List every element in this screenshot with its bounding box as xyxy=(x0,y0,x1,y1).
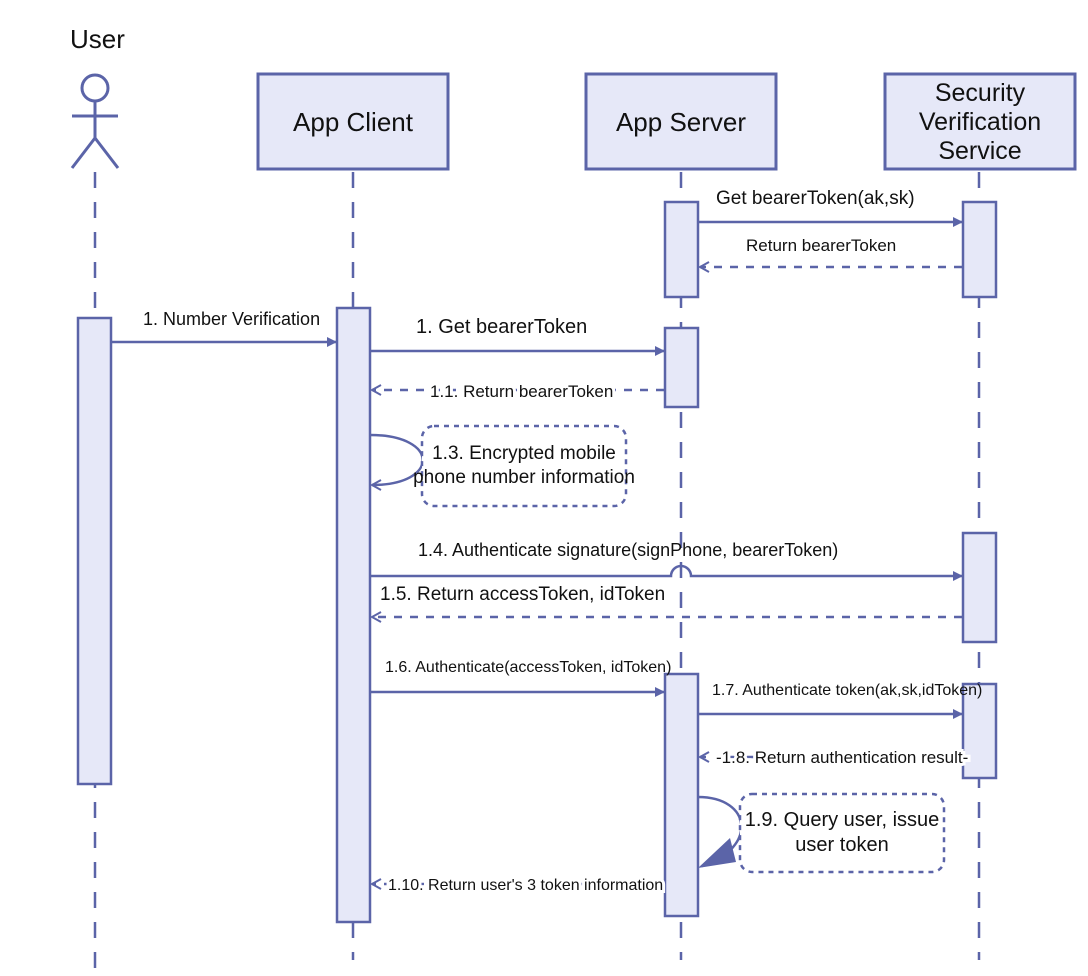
security-activation-bar-1 xyxy=(961,200,998,299)
participant-security-label-line1: Security xyxy=(935,79,1026,107)
participant-app-client: App Client xyxy=(256,72,450,171)
label-1-4-authenticate-signature: 1.4. Authenticate signature(signPhone, b… xyxy=(418,540,838,560)
actor-label: User xyxy=(70,24,125,54)
label-1-8-return-auth-result: -1.8. Return authentication result- xyxy=(716,748,968,767)
stick-figure-icon xyxy=(70,73,120,169)
participant-app-server-label: App Server xyxy=(616,107,746,137)
self-loop-query-user-arrowhead xyxy=(698,838,736,868)
participant-security-label-line2: Verification xyxy=(919,108,1041,136)
app-client-activation-bar xyxy=(335,306,372,924)
note-query-user xyxy=(738,792,946,874)
note-query-user-line2: user token xyxy=(795,834,888,856)
label-get-bearer-token: 1. Get bearerToken xyxy=(416,316,587,338)
label-get-bearer-token-aksk: Get bearerToken(ak,sk) xyxy=(716,188,915,209)
participant-security-label-line3: Service xyxy=(938,137,1021,165)
security-activation-bar-2 xyxy=(961,531,998,644)
app-server-activation-bar-1 xyxy=(663,200,700,299)
security-activation-bar-3 xyxy=(961,682,998,780)
label-1-6-authenticate: 1.6. Authenticate(accessToken, idToken) xyxy=(385,659,671,676)
arrow-1-4-authenticate-signature xyxy=(370,564,963,581)
label-1-5-return-access-token: 1.5. Return accessToken, idToken xyxy=(380,584,665,605)
app-server-activation-bar-3 xyxy=(663,672,700,918)
label-1-7-authenticate-token: 1.7. Authenticate token(ak,sk,idToken) xyxy=(712,682,982,699)
label-1-10-return-user-tokens: 1.10. Return user's 3 token information xyxy=(388,877,663,894)
user-activation-bar xyxy=(76,316,113,786)
participant-app-client-label: App Client xyxy=(293,107,414,137)
label-1-1-return-bearer-token: 1.1. Return bearerToken xyxy=(430,382,613,401)
participant-app-server: App Server xyxy=(584,72,778,171)
note-encrypted-phone xyxy=(420,424,628,508)
participant-security-verification-service: Security Verification Service xyxy=(883,72,1077,171)
note-query-user-line1: 1.9. Query user, issue xyxy=(745,809,940,831)
app-server-activation-bar-2 xyxy=(663,326,700,409)
note-encrypted-phone-line1: 1.3. Encrypted mobile xyxy=(432,443,616,464)
label-return-bearer-token: Return bearerToken xyxy=(746,236,896,255)
label-number-verification: 1. Number Verification xyxy=(143,309,320,329)
note-encrypted-phone-line2: phone number information xyxy=(413,467,635,488)
